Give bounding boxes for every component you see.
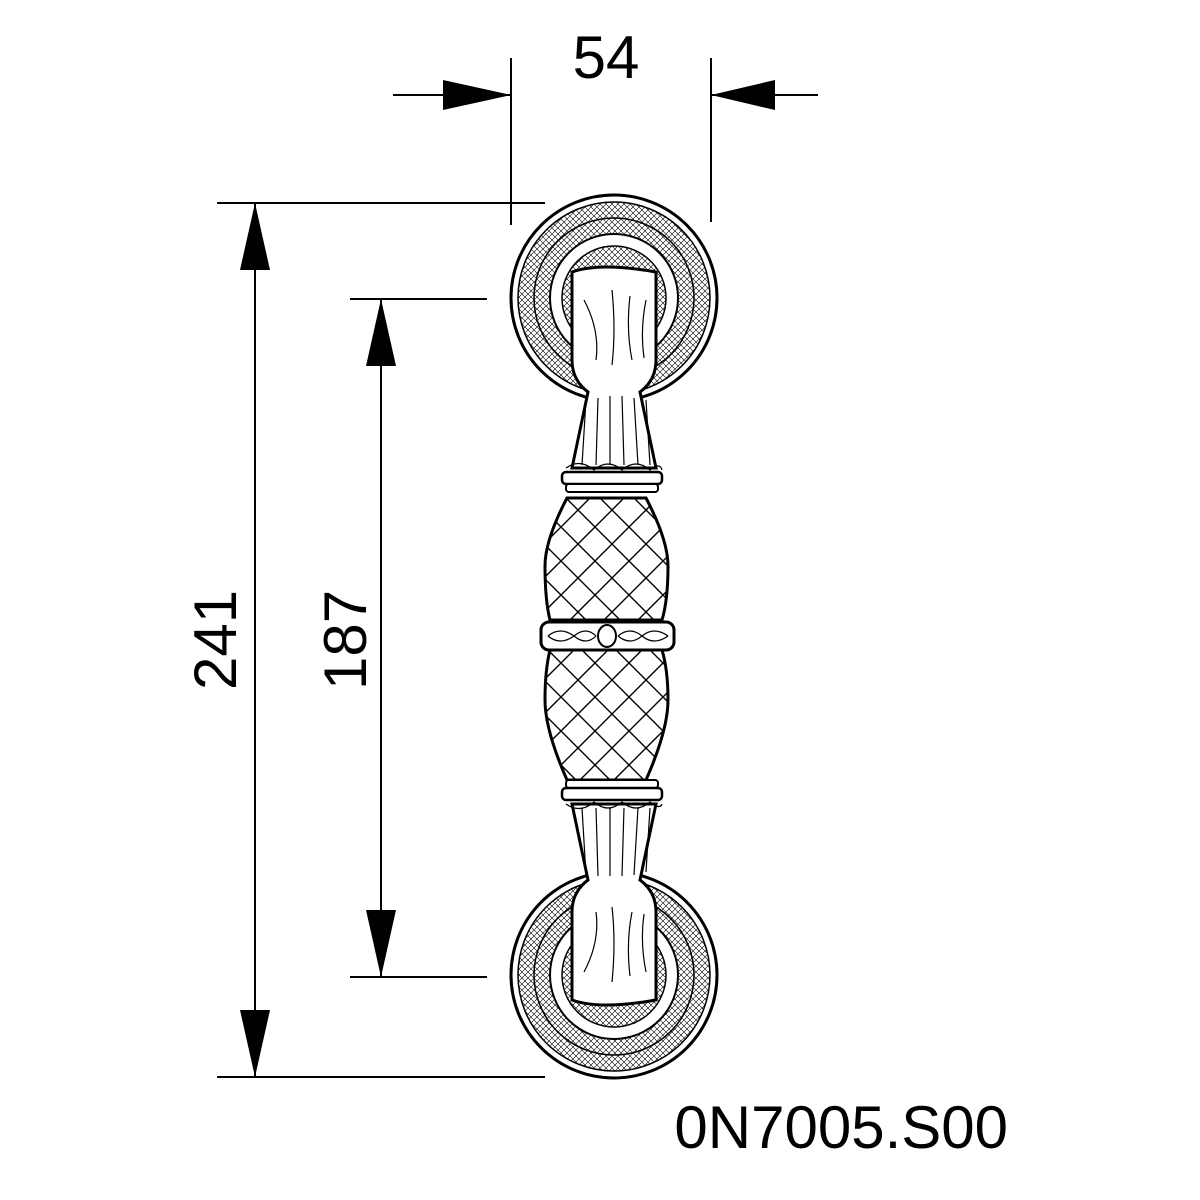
center-arrow-bottom xyxy=(366,910,396,977)
overall-arrow-bottom xyxy=(240,1010,270,1077)
center-distance-dimension: 187 xyxy=(312,298,487,978)
overall-length-dimension: 241 xyxy=(182,202,545,1078)
door-handle-illustration xyxy=(509,193,719,1080)
upper-bulb xyxy=(543,496,670,622)
width-arrow-right xyxy=(711,80,775,110)
lower-stem xyxy=(565,801,663,1007)
upper-stem xyxy=(565,265,663,471)
lower-bulb xyxy=(543,648,670,782)
overall-arrow-top xyxy=(240,203,270,270)
center-arrow-top xyxy=(366,299,396,366)
width-dimension: 54 xyxy=(393,24,818,225)
lower-collar xyxy=(560,779,664,802)
product-code: 0N7005.S00 xyxy=(674,1094,1008,1161)
upper-collar xyxy=(560,470,664,493)
center-ring xyxy=(539,620,676,652)
overall-length-label: 241 xyxy=(182,590,249,690)
center-distance-label: 187 xyxy=(312,590,379,690)
width-arrow-left xyxy=(443,80,511,110)
width-dimension-label: 54 xyxy=(573,24,640,91)
